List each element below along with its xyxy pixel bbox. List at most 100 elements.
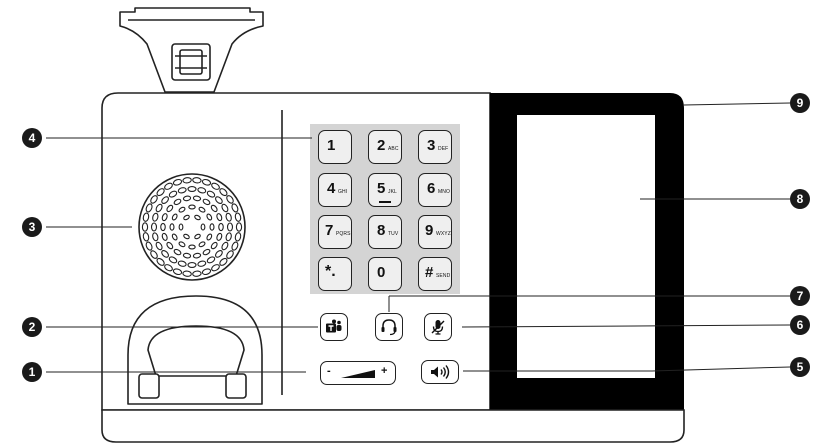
speaker-hole (216, 213, 223, 222)
handset-cradle-icon (127, 295, 263, 405)
speaker-hole (161, 213, 168, 222)
speaker-hole (202, 198, 211, 206)
callout-8: 8 (790, 189, 810, 209)
mute-button[interactable] (424, 313, 452, 341)
speaker-hole (145, 203, 153, 213)
speaker-hole (194, 214, 201, 221)
speaker-hole (200, 223, 206, 231)
speaker-hole (145, 241, 153, 251)
speaker-hole (161, 196, 169, 204)
speaker-hole (206, 233, 213, 241)
callout-5: 5 (790, 357, 810, 377)
speaker-hole (178, 206, 186, 213)
speaker-hole (172, 178, 183, 186)
speaker-icon (431, 365, 450, 379)
speaker-hole (197, 260, 207, 267)
speaker-hole (161, 250, 169, 258)
speaker-hole (218, 222, 224, 232)
speaker-hole (192, 177, 202, 184)
speaker-hole (206, 256, 216, 264)
speaker-hole (234, 212, 242, 222)
speaker-hole (219, 257, 228, 266)
speaker-hole (171, 213, 178, 221)
speaker-hole (183, 214, 190, 221)
speaker-hole (141, 222, 149, 232)
key-star[interactable]: *. (318, 257, 352, 291)
speaker-hole (187, 261, 197, 269)
speaker-hole (215, 196, 223, 204)
key-1[interactable]: 1 (318, 130, 352, 164)
headset-button[interactable] (375, 313, 403, 341)
mute-icon (431, 320, 445, 335)
speaker-hole (192, 195, 202, 202)
phone-stand (119, 7, 264, 93)
speaker-hole (194, 233, 201, 240)
speaker-hole (178, 223, 184, 231)
speaker-hole (225, 232, 232, 242)
speaker-hole (225, 212, 232, 222)
speaker-hole (206, 190, 216, 198)
speaker-hole (226, 195, 234, 204)
speaker-hole (168, 190, 178, 198)
speaker-hole (183, 233, 190, 240)
speaker-hole (156, 188, 165, 197)
speaker-hole (169, 223, 175, 231)
teams-button[interactable] (320, 313, 348, 341)
speaker-hole (155, 203, 163, 213)
key-0[interactable]: 0 (368, 257, 402, 291)
speaker-hole (235, 222, 243, 232)
speaker-grille-rim (138, 173, 246, 281)
speaker-hole (160, 222, 166, 232)
speaker-hole (164, 264, 173, 272)
speaker-hole (155, 241, 163, 251)
speaker-hole (197, 187, 207, 194)
speaker-hole (150, 222, 158, 232)
speaker-hole (182, 252, 192, 259)
speaker-hole (150, 250, 158, 259)
speaker-hole (173, 248, 182, 256)
speaker-hole (221, 241, 229, 251)
speaker-hole (210, 241, 218, 250)
speaker-hole (192, 252, 202, 259)
speaker-hole (234, 232, 242, 242)
callout-3: 3 (22, 217, 42, 237)
volume-down-sign: - (327, 365, 331, 377)
speaker-hole (192, 270, 202, 277)
callout-4: 4 (22, 128, 42, 148)
speakerphone-button[interactable] (421, 360, 459, 384)
speaker-hole (166, 204, 174, 213)
speaker-hole (150, 195, 158, 204)
speaker-hole (201, 268, 212, 276)
speaker-hole (171, 233, 178, 241)
speaker-hole (188, 244, 196, 250)
volume-key[interactable]: - + (320, 361, 396, 385)
speaker-grille-icon (138, 173, 246, 281)
volume-up-sign: + (381, 365, 388, 377)
speaker-hole (166, 241, 174, 250)
speaker-hole (173, 198, 182, 206)
speaker-hole (231, 241, 239, 251)
speaker-hole (168, 256, 178, 264)
speaker-hole (142, 212, 150, 222)
speaker-hole (231, 203, 239, 213)
speaker-hole (219, 188, 228, 197)
speaker-hole (172, 268, 183, 276)
speaker-hole (198, 206, 206, 213)
speaker-hole (164, 182, 173, 190)
callout-7: 7 (790, 286, 810, 306)
speaker-hole (156, 257, 165, 266)
speaker-hole (202, 248, 211, 256)
speaker-hole (210, 204, 218, 213)
speaker-hole (209, 223, 215, 231)
key-hash-send[interactable]: #SEND (418, 257, 452, 291)
speaker-hole (182, 177, 192, 184)
